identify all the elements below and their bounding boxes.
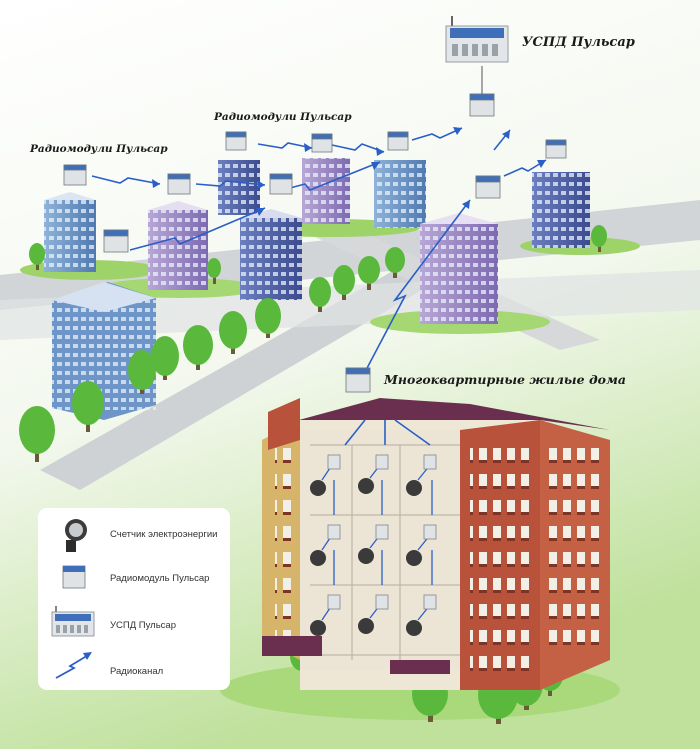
- radiomodule-icon: [545, 139, 567, 159]
- tree: [255, 298, 281, 338]
- radiomodule-icon: [225, 131, 247, 151]
- tower-9: [52, 282, 156, 420]
- tower-2: [148, 201, 208, 290]
- apartment-houses-label: Многоквартирные жилые дома: [383, 372, 626, 387]
- legend-item: УСПД Пульсар: [51, 606, 176, 637]
- tree: [358, 256, 380, 290]
- tree: [29, 243, 45, 270]
- legend-label-uspd: УСПД Пульсар: [110, 620, 176, 631]
- radiomodules: [63, 93, 567, 393]
- radiomodule-icon: [103, 229, 129, 253]
- radiomodules-left-label: Радиомодули Пульсар: [29, 143, 168, 155]
- legend-label-radio-channel: Радиоканал: [110, 666, 163, 677]
- tree: [333, 265, 355, 300]
- legend-label-radiomodule: Радиомодуль Пульсар: [110, 573, 209, 584]
- tower-8: [532, 172, 590, 248]
- tower-7: [420, 213, 498, 324]
- tree: [309, 277, 331, 312]
- radiomodule-icon: [469, 93, 495, 117]
- tree: [19, 406, 55, 462]
- radiomodule-icon: [387, 131, 409, 151]
- radiomodule-icon: [269, 173, 293, 195]
- tree: [591, 225, 607, 252]
- uspd-icon: [51, 606, 95, 637]
- legend-label-meter: Счетчик электроэнергии: [110, 529, 217, 540]
- tree: [128, 350, 156, 394]
- radiomodule-icon: [167, 173, 191, 195]
- tree: [219, 311, 247, 354]
- legend: Счетчик электроэнергии Радиомодуль Пульс…: [38, 508, 230, 690]
- legend-item: Радиомодуль Пульсар: [62, 565, 209, 589]
- radiomodule-icon: [63, 164, 87, 186]
- radiomodules-top-label: Радиомодули Пульсар: [213, 111, 352, 123]
- apartment-building: [262, 398, 610, 690]
- tower-3: [218, 160, 260, 215]
- tower-6: [374, 160, 426, 228]
- tower-4: [240, 209, 302, 300]
- tree: [72, 381, 104, 432]
- radiomodule-icon: [475, 175, 501, 199]
- radio-channel-icon: [55, 652, 92, 679]
- meter-chains: [310, 454, 437, 636]
- radio-link-arrowheads: [152, 127, 546, 216]
- tower-1: [44, 192, 96, 272]
- tree: [385, 247, 405, 278]
- electricity-meter-icon: [65, 519, 87, 552]
- radiomodule-icon: [311, 133, 333, 153]
- legend-item: Счетчик электроэнергии: [65, 519, 217, 552]
- radiomodule-icon: [62, 565, 86, 589]
- tower-5: [302, 158, 350, 224]
- legend-panel: [38, 508, 230, 690]
- uspd-device: [445, 16, 509, 94]
- radio-links: [91, 127, 547, 446]
- radiomodule-icon: [345, 367, 371, 393]
- uspd-label: УСПД Пульсар: [522, 35, 635, 50]
- tree: [183, 325, 213, 370]
- tree: [207, 258, 221, 284]
- tree: [151, 336, 179, 380]
- legend-item: Радиоканал: [55, 652, 163, 679]
